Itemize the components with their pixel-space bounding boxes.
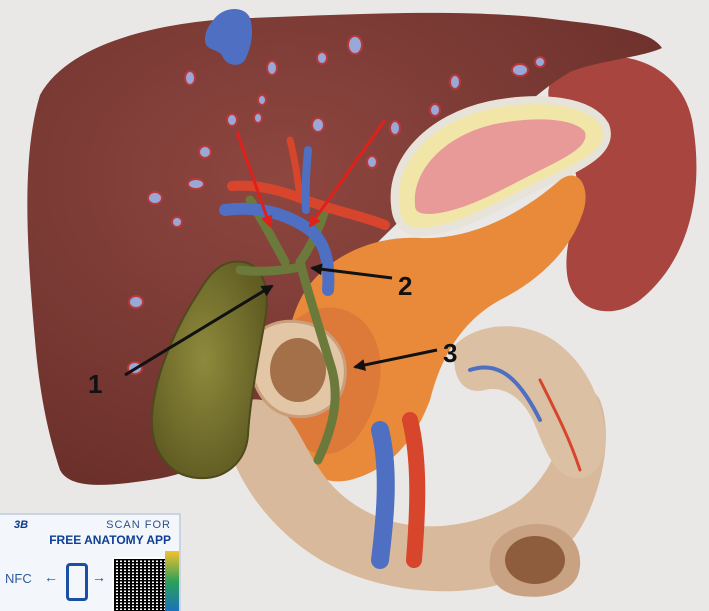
- label-1: 1: [88, 369, 102, 399]
- hepatic-vessels: [219, 136, 582, 569]
- arrow-right-icon: →: [92, 569, 106, 585]
- label-2: 2: [398, 271, 412, 301]
- stomach-mucosa: [414, 119, 586, 214]
- arrow-label-2: [310, 263, 393, 280]
- arrow-left-icon: ←: [44, 569, 58, 585]
- anatomy-app-sticker: 3B SCAN FOR FREE ANATOMY APP NFC ← →: [0, 513, 181, 611]
- red-arrow-right: [308, 119, 387, 228]
- hepatic-vein-top: [205, 9, 253, 65]
- jejunum-lumen: [505, 536, 565, 584]
- qr-code-icon: [112, 557, 168, 611]
- red-arrow-left: [235, 131, 273, 228]
- gallbladder: [150, 260, 268, 480]
- phone-icon: [66, 563, 88, 601]
- duodenum-lumen: [270, 338, 326, 402]
- scan-for-text: SCAN FOR: [106, 519, 171, 531]
- free-anatomy-app-text: FREE ANATOMY APP: [49, 533, 171, 547]
- nfc-label: NFC: [5, 571, 32, 586]
- arrow-label-3: [353, 348, 438, 371]
- brand-logo: 3B: [14, 519, 29, 531]
- arrow-label-1: [124, 284, 274, 377]
- liver-vessel-sections: [127, 35, 546, 375]
- label-3: 3: [443, 338, 457, 368]
- decorative-stripe: [165, 551, 179, 611]
